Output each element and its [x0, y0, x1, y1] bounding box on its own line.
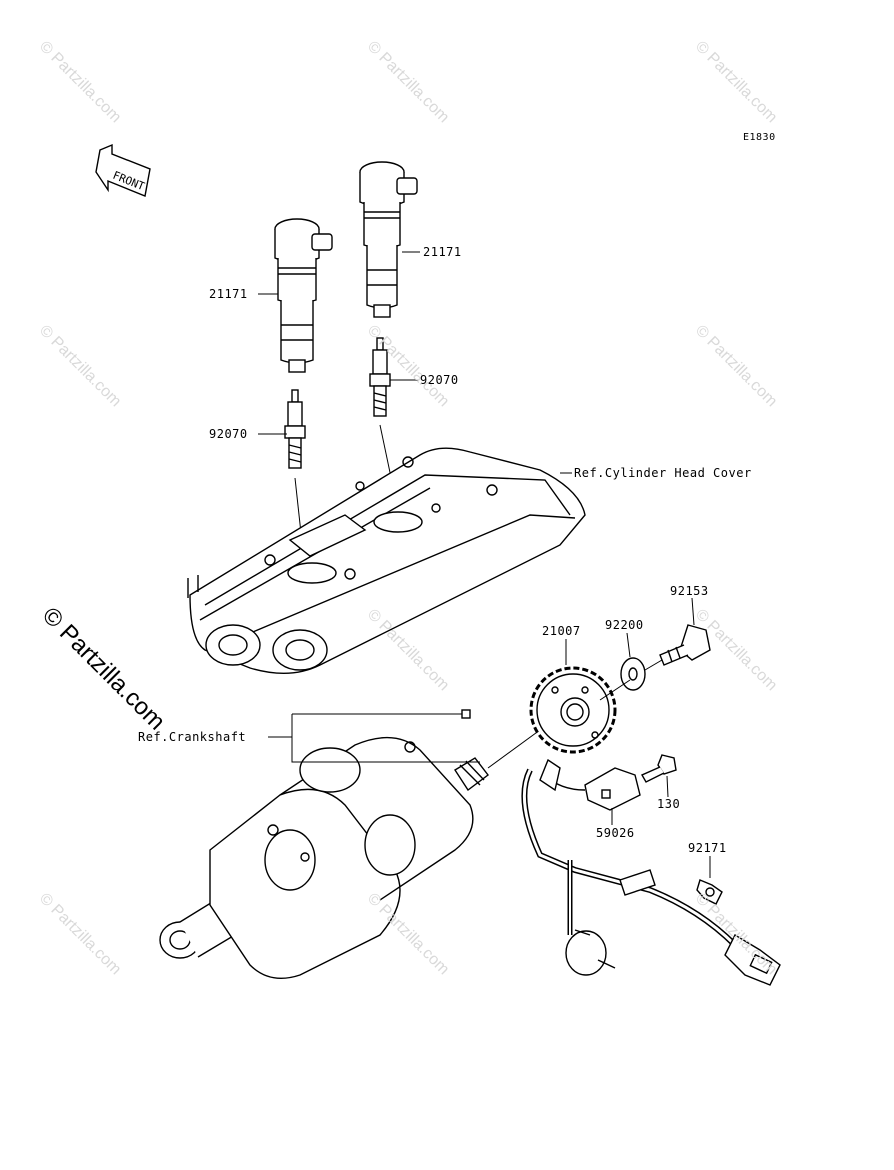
ignition-coil-right[interactable] [359, 161, 418, 318]
part-label-plug-right[interactable]: 92070 [420, 373, 459, 387]
crank-position-sensor[interactable] [539, 758, 641, 811]
front-arrow-icon: FRONT [95, 143, 151, 197]
part-label-coil-left[interactable]: 21171 [209, 287, 248, 301]
diagram-code: E1830 [743, 132, 776, 143]
part-label-rotor-bolt[interactable]: 92153 [670, 584, 709, 598]
ref-label-crankshaft: Ref.Crankshaft [138, 730, 247, 744]
part-label-clamp[interactable]: 92171 [688, 841, 727, 855]
cylinder-head-cover [187, 447, 586, 675]
sensor-wire-harness [521, 768, 781, 986]
part-label-coil-right[interactable]: 21171 [423, 245, 462, 259]
part-label-sensor[interactable]: 59026 [596, 826, 635, 840]
part-label-rotor[interactable]: 21007 [542, 624, 581, 638]
crankshaft [159, 709, 489, 979]
washer[interactable] [620, 657, 646, 691]
harness-clamp[interactable] [696, 879, 723, 905]
ref-label-head-cover: Ref.Cylinder Head Cover [574, 466, 752, 480]
part-label-plug-left[interactable]: 92070 [209, 427, 248, 441]
part-label-washer[interactable]: 92200 [605, 618, 644, 632]
spark-plug-right[interactable] [369, 337, 391, 417]
timing-rotor[interactable] [529, 666, 617, 754]
ignition-coil-left[interactable] [274, 218, 333, 373]
spark-plug-left[interactable] [284, 389, 306, 469]
rotor-bolt[interactable] [659, 624, 711, 666]
part-label-sensor-bolt[interactable]: 130 [657, 797, 681, 811]
sensor-bolt[interactable] [641, 754, 677, 783]
